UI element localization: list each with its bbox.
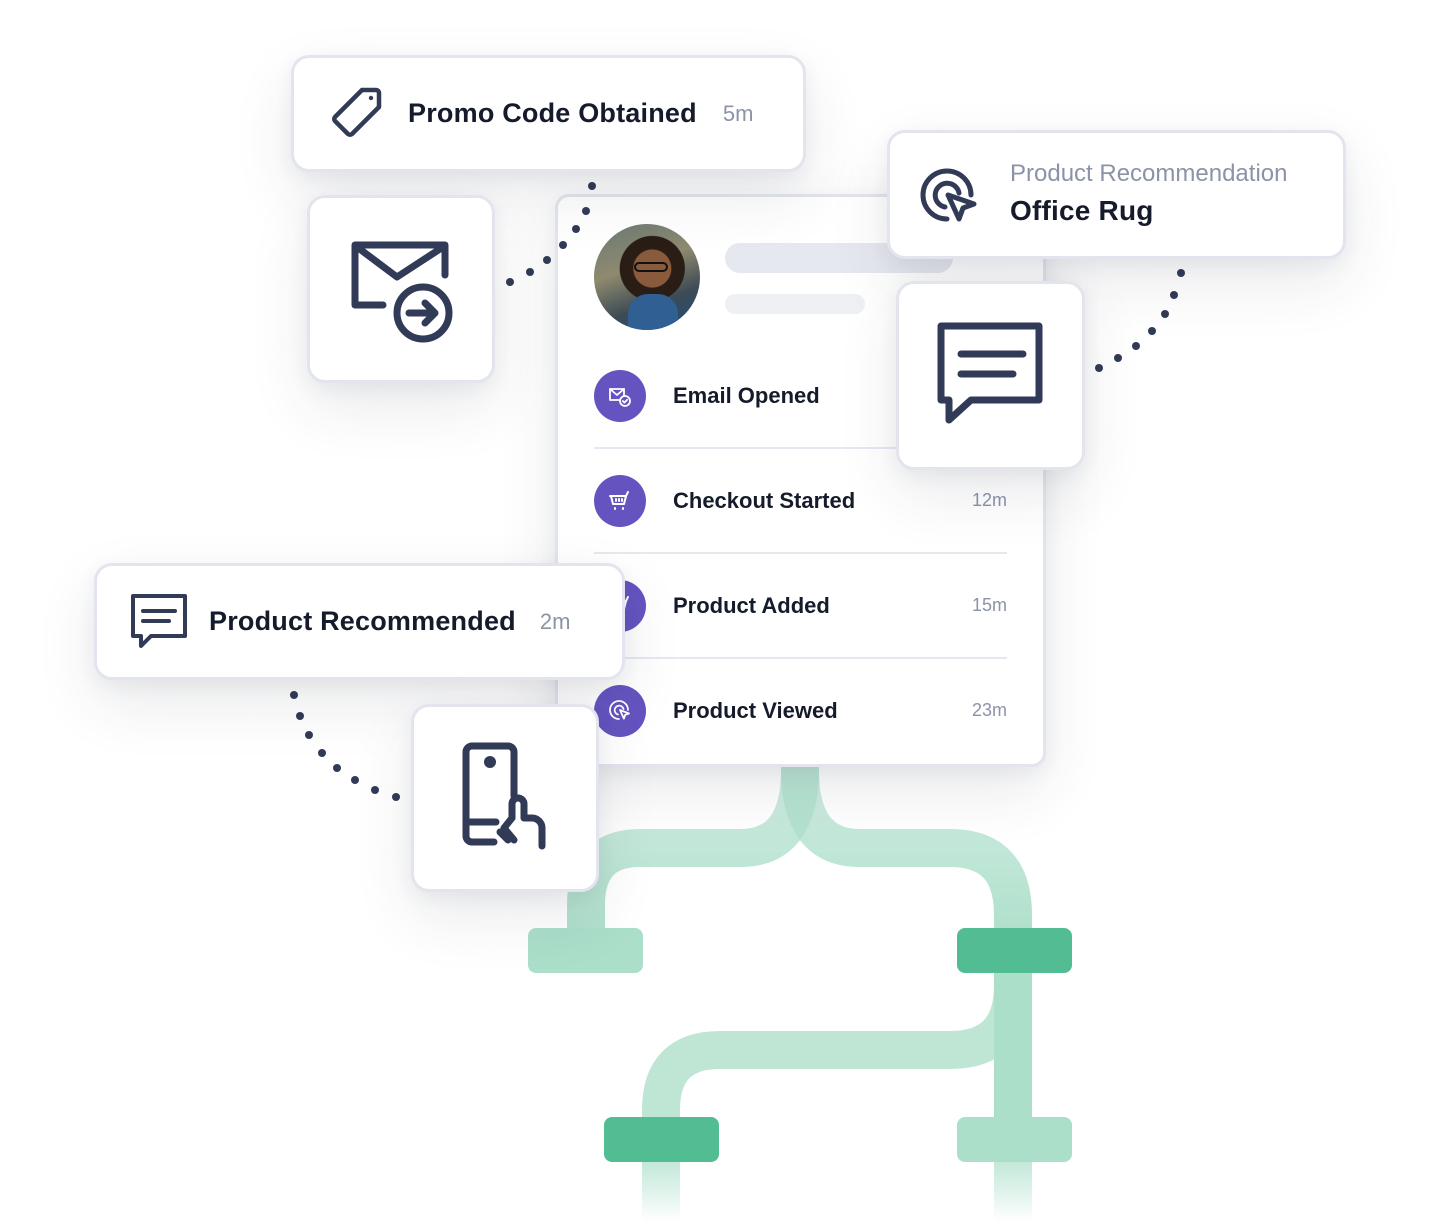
event-row[interactable]: Checkout Started 12m [594,448,1007,553]
chat-tile[interactable] [896,281,1085,470]
customer-profile-card: Email Opened Checkout Started 12m Produc… [555,194,1046,767]
flow-branch-right [781,766,1032,950]
event-label: Product Added [673,592,830,618]
flow-branch-cross [642,950,1032,1140]
event-time: 23m [971,700,1007,720]
recommendation-title: Office Rug [1010,195,1154,226]
email-send-tile[interactable] [307,195,495,383]
tag-icon [326,84,386,144]
chat-bubble-icon [931,316,1051,436]
email-send-icon [345,233,457,345]
flow-node [957,1117,1072,1162]
email-check-icon [594,369,646,422]
event-row[interactable]: Email Opened [594,343,1007,448]
event-time: 12m [971,490,1007,510]
recommended-title: Product Recommended [209,606,516,636]
divider [594,552,1007,554]
flow-node-active [604,1117,719,1162]
event-label: Checkout Started [673,487,856,513]
profile-detail-placeholder [725,294,865,314]
phone-tap-tile[interactable] [411,704,599,892]
event-label: Product Viewed [673,697,838,723]
divider [594,447,1007,449]
promo-title: Promo Code Obtained [408,98,697,128]
cart-icon [594,474,646,527]
flow-node [528,928,643,973]
recommended-time: 2m [539,608,571,634]
divider [594,657,1007,659]
recommendation-subtitle: Product Recommendation [1010,160,1288,187]
event-row[interactable]: Product Added 15m [594,553,1007,658]
event-row[interactable]: Product Viewed 23m [594,658,1007,763]
promo-time: 5m [722,100,754,126]
flow-branch-left [567,766,819,950]
product-recommended-card[interactable]: Product Recommended 2m [94,563,625,680]
avatar [594,224,700,330]
product-recommendation-card[interactable]: Product Recommendation Office Rug [887,130,1346,259]
event-label: Email Opened [673,382,820,408]
chat-bubble-icon [129,592,189,652]
cursor-target-icon [594,684,646,737]
promo-code-card[interactable]: Promo Code Obtained 5m [291,55,806,172]
cursor-target-icon [920,167,980,227]
phone-tap-icon [450,738,560,858]
event-time: 15m [971,595,1007,615]
flow-node-active [957,928,1072,973]
